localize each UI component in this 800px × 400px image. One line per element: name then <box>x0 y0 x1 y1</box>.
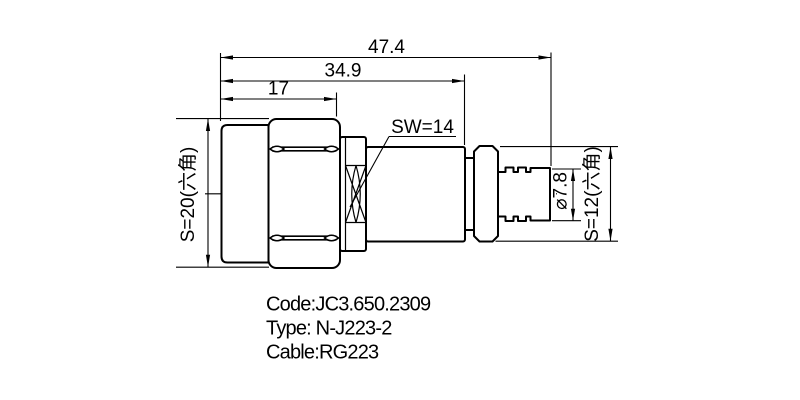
arrowhead <box>220 78 233 84</box>
front-barrel <box>220 124 270 264</box>
knurl-cross-pattern <box>344 165 367 223</box>
connector-body <box>220 118 551 269</box>
arrowhead <box>205 254 211 268</box>
rear-hex-nut <box>473 145 499 243</box>
hex-flat-lines <box>268 145 340 242</box>
note-cable: Cable:RG223 <box>266 342 379 364</box>
dimension-overall-length: 47.4 <box>219 37 552 166</box>
note-code: Code:JC3.650.2309 <box>266 294 431 316</box>
dimension-rear-hex: S=12(六角) <box>495 146 618 242</box>
dimension-body-length: 34.9 <box>220 61 466 145</box>
arrowhead <box>205 118 211 131</box>
dim-label-overall-length: 47.4 <box>368 37 405 58</box>
label-wrench-size: SW=14 <box>349 117 456 208</box>
arrowhead <box>608 146 613 159</box>
neck-groove <box>464 157 475 231</box>
dim-label-wrench-size: SW=14 <box>391 117 454 138</box>
dimension-ferrule-diameter: ⌀7.8 <box>551 168 581 222</box>
main-body <box>365 146 466 243</box>
dim-label-ferrule-diameter: ⌀7.8 <box>551 172 572 210</box>
arrowhead <box>220 96 233 102</box>
arrowhead <box>220 55 233 60</box>
coupling-hex-nut <box>267 118 341 269</box>
knurl-ring <box>339 136 367 252</box>
crimp-ferrule <box>497 166 551 222</box>
chamfer-lens-marks <box>268 145 340 242</box>
dimension-coupling-hex: S=20(六角) <box>176 118 269 268</box>
dimension-coupling-nut-length: 17 <box>220 79 338 117</box>
dim-label-body-length: 34.9 <box>325 61 362 82</box>
arrowhead <box>570 208 576 221</box>
dim-label-rear-hex: S=12(六角) <box>581 146 603 242</box>
dim-label-coupling-nut-length: 17 <box>268 79 289 100</box>
arrowhead <box>570 169 576 181</box>
part-notes: Code:JC3.650.2309 Type: N-J223-2 Cable:R… <box>266 294 432 364</box>
arrowhead <box>324 96 337 102</box>
arrowhead <box>452 78 465 84</box>
arrowhead <box>608 228 613 242</box>
dim-label-coupling-hex: S=20(六角) <box>177 147 199 243</box>
arrowhead <box>538 55 551 60</box>
note-type: Type: N-J223-2 <box>266 318 392 340</box>
